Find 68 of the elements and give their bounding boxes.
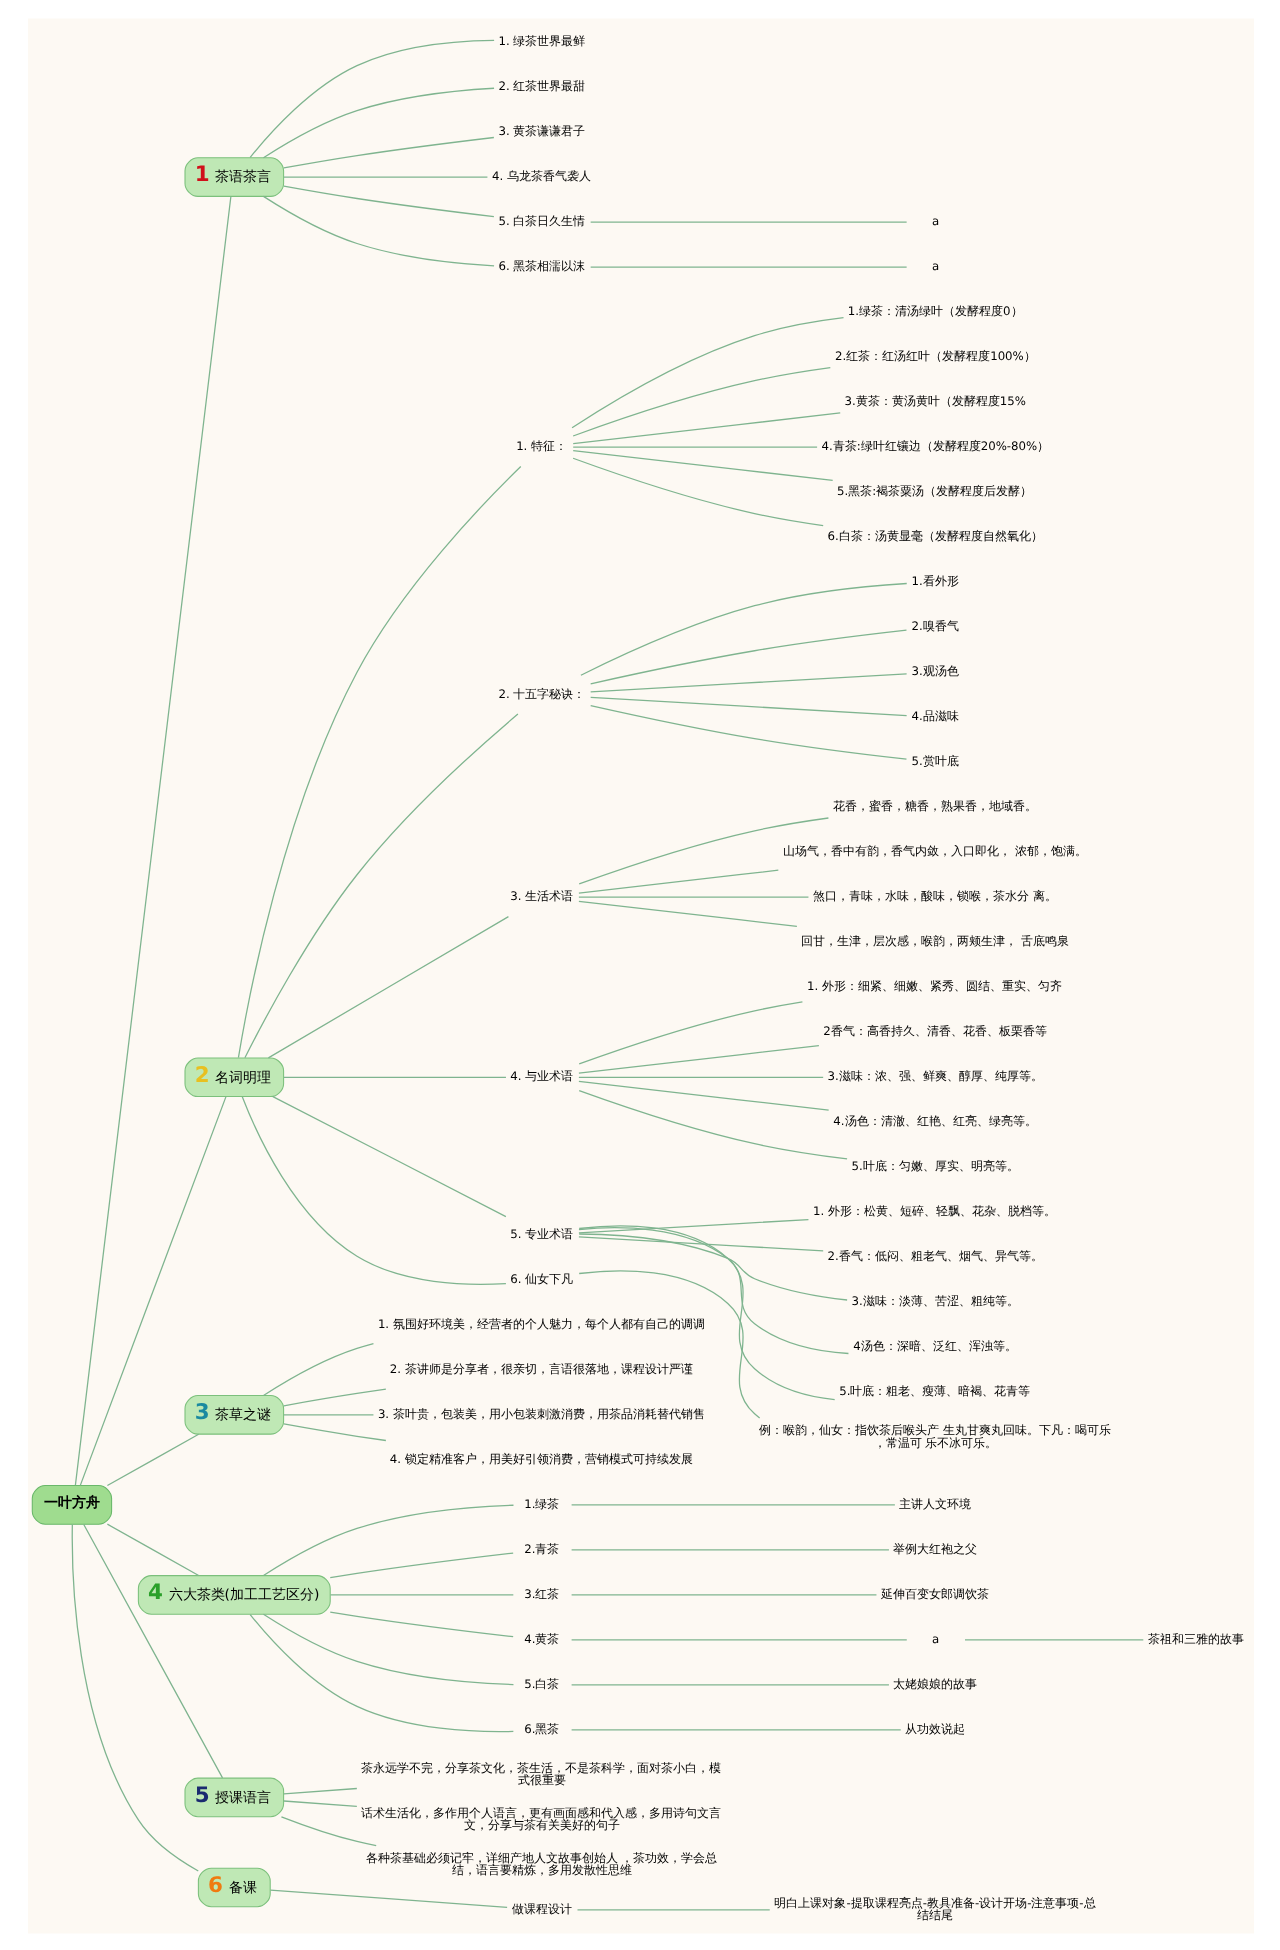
connector — [105, 1522, 199, 1576]
connector — [577, 899, 797, 927]
connector — [569, 1638, 907, 1640]
connector — [571, 411, 840, 444]
connector — [569, 1503, 895, 1505]
connector — [577, 1232, 847, 1300]
connector — [282, 135, 494, 168]
connector — [569, 1728, 901, 1730]
connector — [268, 1888, 507, 1908]
connector — [577, 1079, 829, 1110]
connector — [589, 695, 907, 716]
connector — [282, 1799, 357, 1807]
connector — [577, 1235, 823, 1251]
connector — [279, 1815, 376, 1846]
connector — [589, 628, 907, 684]
connector — [577, 895, 809, 897]
connector — [569, 1548, 889, 1550]
connector — [571, 365, 830, 436]
connector — [577, 1075, 823, 1077]
connector — [282, 175, 488, 177]
connector — [73, 194, 231, 1485]
connector — [282, 1075, 506, 1077]
connector — [282, 184, 494, 217]
connector — [282, 1387, 386, 1406]
connector — [571, 448, 833, 481]
connector — [282, 1413, 374, 1415]
connector — [271, 1094, 506, 1217]
connector — [589, 220, 907, 222]
connector — [282, 1786, 357, 1794]
connector — [589, 703, 907, 759]
connector — [577, 1224, 835, 1400]
connector — [78, 1095, 226, 1486]
connector — [577, 1226, 849, 1354]
connector — [240, 1095, 506, 1284]
connector — [579, 581, 907, 675]
connector — [261, 1341, 374, 1396]
connector — [82, 1522, 223, 1778]
connector — [569, 1593, 877, 1595]
connector — [248, 38, 494, 158]
connector — [261, 86, 494, 158]
connector — [577, 1043, 819, 1073]
connector — [248, 1612, 513, 1732]
connector — [575, 1908, 770, 1910]
connector — [70, 1522, 198, 1871]
connector — [328, 1593, 513, 1595]
connector — [577, 1089, 847, 1159]
connector — [571, 456, 823, 526]
connector — [570, 316, 844, 428]
connector — [571, 445, 817, 447]
connector — [328, 1551, 513, 1578]
connector — [261, 194, 494, 266]
connector — [236, 464, 521, 1058]
connector — [105, 1432, 199, 1486]
connector — [261, 1503, 514, 1576]
connector — [577, 1269, 760, 1418]
connector — [261, 1612, 514, 1685]
connector — [577, 1217, 809, 1233]
connector — [963, 1638, 1143, 1640]
connector — [589, 672, 907, 692]
connector — [569, 1683, 889, 1685]
connector — [577, 868, 778, 893]
connector — [577, 1000, 803, 1064]
connector — [243, 712, 518, 1058]
connector — [577, 816, 829, 884]
connector — [589, 265, 907, 267]
connector — [328, 1610, 513, 1637]
connector — [282, 1422, 386, 1441]
connector — [266, 914, 509, 1058]
